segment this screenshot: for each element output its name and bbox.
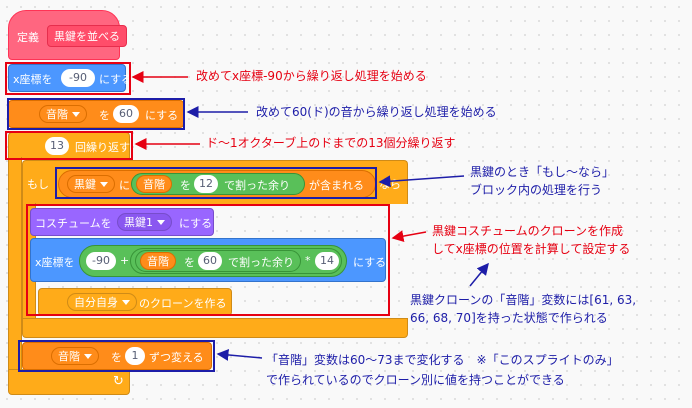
highlight-change-variable [18, 340, 215, 372]
change-variable-block[interactable]: 音階 を 1 ずつ変える [22, 342, 212, 370]
contains-label: が含まれる [309, 179, 364, 192]
highlight-clone-section [26, 204, 390, 316]
costume-suffix: にする [179, 217, 213, 230]
highlight-repeat [5, 131, 133, 160]
note-set-variable: 改めて60(ド)の音から繰り返し処理を始める [256, 105, 497, 119]
clone-label: のクローンを作る [139, 297, 227, 310]
set-x-block[interactable]: x座標を -90 にする [8, 64, 132, 92]
dropdown-arrow-icon [72, 111, 80, 117]
mod-label: で割った余り [224, 179, 290, 192]
repeat-count-input[interactable]: 13 [45, 137, 69, 155]
note-values-line1: 黒鍵クローンの「音階」変数には[61, 63, [410, 293, 637, 307]
highlight-if-condition [55, 167, 377, 199]
change-suffix: ずつ変える [149, 351, 204, 364]
define-name[interactable]: 黒鍵を並べる [47, 25, 127, 47]
if-block-bottom [22, 318, 408, 338]
x-mod-value-input[interactable]: 60 [198, 252, 222, 270]
dropdown-arrow-icon [100, 181, 108, 187]
x-base-input[interactable]: -90 [86, 252, 116, 270]
note-clone-line1: 黒鍵コスチュームのクローンを作成 [432, 224, 624, 238]
if-label: もし [27, 178, 49, 191]
note-if-line1: 黒鍵のとき「もし～なら」 [470, 165, 615, 179]
x-mod-particle: を [184, 256, 195, 269]
repeat-label: 回繰り返す [75, 141, 130, 154]
note-clone-line2: してx座標の位置を計算して設定する [432, 242, 631, 256]
clone-target: 自分自身 [74, 296, 118, 309]
list-dropdown[interactable]: 黒鍵 [67, 175, 115, 193]
set-x-input[interactable]: -90 [61, 69, 95, 87]
costume-dropdown[interactable]: 黒鍵1 [117, 213, 172, 231]
change-particle: を [111, 351, 122, 364]
set-x-expression-block[interactable]: x座標を -90 + 音階 を 60 で割った余り * 14 にする [30, 238, 386, 282]
set-x-label: x座標を [13, 73, 53, 86]
arrow-clone-values [469, 262, 489, 287]
plus-sign: + [120, 254, 130, 267]
note-change-line2: で作られているのでクローン別に値を持つことができる [266, 373, 565, 387]
define-block[interactable]: 定義 黒鍵を並べる [8, 10, 127, 60]
change-value-input[interactable]: 1 [125, 347, 145, 365]
arrow-clone-section [391, 230, 427, 243]
x-mod-label: で割った余り [228, 256, 294, 269]
list-particle: に [119, 179, 130, 192]
repeat-block-bottom[interactable]: ↻ [8, 369, 130, 395]
dropdown-arrow-icon [122, 299, 130, 305]
define-keyword: 定義 [17, 31, 39, 44]
set-variable-input[interactable]: 60 [113, 105, 139, 123]
note-values-line2: 66, 68, 70]を持った状態で作られる [410, 311, 608, 325]
set-x-suffix: にする [99, 73, 133, 86]
x-mod-operator-block[interactable]: 音階 を 60 で割った余り [135, 250, 301, 272]
mod-variable-reporter[interactable]: 音階 [136, 175, 172, 193]
clone-target-dropdown[interactable]: 自分自身 [67, 293, 137, 311]
switch-costume-block[interactable]: コスチュームを 黒鍵1 にする [30, 208, 214, 236]
x-mod-variable-reporter[interactable]: 音階 [140, 252, 176, 270]
change-variable-name: 音階 [58, 350, 80, 363]
change-variable-dropdown[interactable]: 音階 [51, 347, 99, 365]
repeat-block-top[interactable]: 13 回繰り返す [8, 132, 130, 158]
times-sign: * [305, 254, 311, 267]
highlight-set-variable [7, 98, 185, 130]
dropdown-arrow-icon [157, 219, 165, 225]
set-variable-name: 音階 [46, 108, 68, 121]
note-set-x: 改めてx座標-90から繰り返し処理を始める [196, 69, 427, 83]
dropdown-arrow-icon [84, 353, 92, 359]
note-change-line1: 「音階」変数は60～73まで変化する ※「このスプライトのみ」 [266, 353, 619, 367]
list-name: 黒鍵 [74, 178, 96, 191]
costume-name: 黒鍵1 [124, 216, 153, 229]
set-variable-suffix: にする [145, 109, 179, 122]
mod-particle: を [180, 179, 191, 192]
note-repeat: ド～1オクターブ上のドまでの13個分繰り返す [206, 136, 456, 150]
multiply-operator-block[interactable]: 音階 を 60 で割った余り * 14 [130, 248, 342, 274]
x-mult-input[interactable]: 14 [315, 252, 339, 270]
add-operator-block[interactable]: -90 + 音階 を 60 で割った余り * 14 [79, 245, 347, 277]
x-label: x座標を [35, 256, 75, 269]
arrow-if-condition [378, 175, 465, 188]
list-contains-block[interactable]: 黒鍵 に 音階 を 12 で割った余り が含まれる [58, 170, 376, 198]
set-variable-block[interactable]: 音階 を 60 にする [8, 100, 184, 128]
costume-label: コスチュームを [35, 217, 112, 230]
mod-operator-block[interactable]: 音階 を 12 で割った余り [131, 173, 305, 195]
loop-arrow-icon: ↻ [113, 374, 124, 389]
mod-value-input[interactable]: 12 [194, 175, 218, 193]
set-variable-to: を [99, 109, 110, 122]
x-suffix: にする [353, 256, 387, 269]
set-variable-dropdown[interactable]: 音階 [39, 105, 87, 123]
note-if-line2: ブロック内の処理を行う [470, 183, 603, 197]
highlight-set-x [5, 62, 131, 95]
repeat-block-arm [8, 157, 22, 369]
arrow-change-variable [216, 348, 263, 361]
